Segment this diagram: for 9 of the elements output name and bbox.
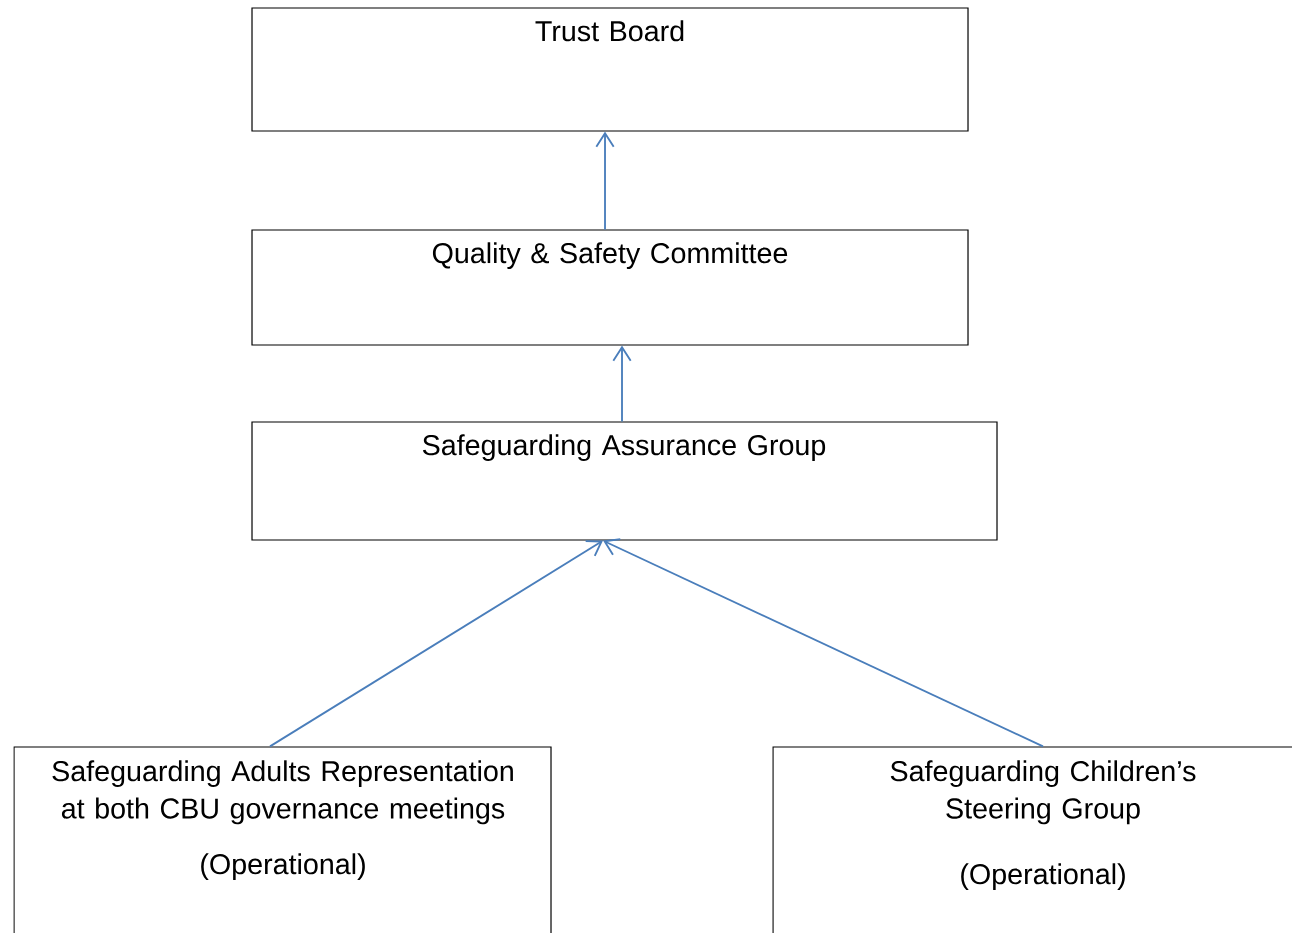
arrow bbox=[612, 345, 632, 423]
process-box: Safeguarding Children’s Steering Group (Operational) bbox=[772, 746, 1292, 933]
arrow bbox=[603, 538, 1044, 748]
process-box: Safeguarding Assurance Group bbox=[251, 421, 998, 541]
arrow bbox=[269, 540, 603, 748]
arrow bbox=[595, 131, 615, 231]
process-box: Trust Board bbox=[251, 7, 969, 132]
process-box: Safeguarding Adults Representation at both CBU governance meetings (Operational) bbox=[13, 746, 552, 933]
process-box: Quality & Safety Committee bbox=[251, 229, 969, 346]
